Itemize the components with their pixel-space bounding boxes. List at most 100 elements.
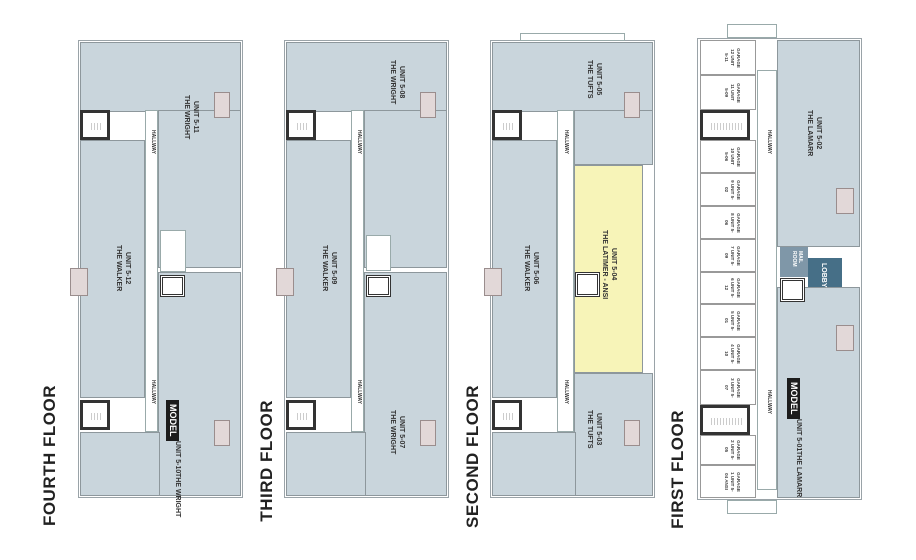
hallway-label: HALLWAY <box>356 380 362 404</box>
unit-number: UNIT 5-12 <box>124 251 131 285</box>
unit-5-11-east[interactable] <box>158 110 241 268</box>
garage-label: GARAGE 7 UNIT 5-09 <box>723 246 741 266</box>
mail-room-label: MAIL ROOM <box>791 251 803 267</box>
elevator <box>780 278 805 302</box>
unit-number: UNIT 5-08 <box>398 66 405 99</box>
hallway-label: HALLWAY <box>150 380 156 404</box>
unit-number: UNIT 5-01 <box>795 418 802 451</box>
garage-11[interactable]: GARAGE 11 UNIT 5-09 <box>700 75 756 110</box>
balcony <box>624 420 640 446</box>
garage-label: GARAGE 12 UNIT 5-11 <box>723 48 741 68</box>
garage-number: GARAGE 9 <box>730 179 741 200</box>
balcony <box>214 92 230 118</box>
garage-label: GARAGE 10 UNIT 5-06 <box>723 147 741 167</box>
garage-number: GARAGE 5 <box>730 310 741 331</box>
garage-5[interactable]: GARAGE 5 UNIT 5-01 <box>700 304 756 337</box>
model-badge: MODEL <box>166 400 179 441</box>
unit-number: UNIT 5-05 <box>595 63 602 96</box>
unit-5-07-south[interactable] <box>286 432 366 496</box>
garage-6[interactable]: GARAGE 6 UNIT 5-12 <box>700 272 756 304</box>
garage-4[interactable]: GARAGE 4 UNIT 5-10 <box>700 337 756 370</box>
stair <box>286 110 316 140</box>
balcony <box>420 420 436 446</box>
stair <box>700 110 750 140</box>
restroom <box>160 230 186 272</box>
unit-name: THE WRIGHT <box>174 472 181 518</box>
garage-number: GARAGE 11 <box>730 82 741 103</box>
hallway-label: HALLWAY <box>563 380 569 404</box>
balcony <box>484 268 502 296</box>
stair <box>700 405 750 435</box>
garage-3[interactable]: GARAGE 3 UNIT 5-07 <box>700 370 756 405</box>
unit-number: UNIT 5-07 <box>398 416 405 449</box>
garage-unit: UNIT 5-05 <box>724 444 735 460</box>
garage-number: GARAGE 6 <box>730 278 741 298</box>
unit-5-07[interactable] <box>364 272 447 496</box>
roof-bump <box>520 33 625 41</box>
unit-5-12[interactable] <box>80 140 145 398</box>
garage-unit: UNIT 5-07 <box>724 381 735 398</box>
stair <box>492 400 522 430</box>
unit-5-03-south[interactable] <box>492 432 576 496</box>
garage-8[interactable]: GARAGE 8 UNIT 5-06 <box>700 206 756 239</box>
unit-name: THE LAMARR <box>806 110 813 157</box>
hallway <box>557 110 574 432</box>
elevator <box>575 272 600 297</box>
garage-label: GARAGE 4 UNIT 5-10 <box>723 344 741 364</box>
balcony <box>624 92 640 118</box>
hallway-label: HALLWAY <box>356 130 362 154</box>
floor-title: FOURTH FLOOR <box>40 385 59 527</box>
garage-7[interactable]: GARAGE 7 UNIT 5-09 <box>700 239 756 272</box>
garage-label: GARAGE 11 UNIT 5-09 <box>723 83 741 103</box>
unit-name: THE TUFTS <box>586 60 593 99</box>
hallway <box>757 70 777 490</box>
unit-number: UNIT 5-11 <box>192 101 199 134</box>
garage-number: GARAGE 12 <box>730 47 741 68</box>
garage-10[interactable]: GARAGE 10 UNIT 5-06 <box>700 140 756 173</box>
garage-label: GARAGE 6 UNIT 5-12 <box>723 278 741 298</box>
unit-5-04-ansi[interactable] <box>574 165 643 373</box>
balcony <box>420 92 436 118</box>
garage-12[interactable]: GARAGE 12 UNIT 5-11 <box>700 40 756 75</box>
lobby-label: LOBBY <box>820 263 827 288</box>
unit-5-10-south[interactable] <box>80 432 160 496</box>
hallway <box>145 110 158 432</box>
unit-5-10[interactable] <box>158 272 241 496</box>
stair <box>80 110 110 140</box>
stair <box>286 400 316 430</box>
garage-unit: UNIT 5-09 <box>724 249 735 266</box>
lobby[interactable]: LOBBY <box>808 258 842 288</box>
mail-room: MAIL ROOM <box>780 247 808 277</box>
hallway-label: HALLWAY <box>150 130 156 154</box>
garage-1[interactable]: GARAGE 1 UNIT 5-04 ANSI <box>700 465 756 498</box>
garage-number: GARAGE 10 <box>730 146 741 167</box>
unit-number: UNIT 5-04 <box>610 248 617 281</box>
garage-label: GARAGE 8 UNIT 5-06 <box>723 213 741 233</box>
unit-name: THE LAMARR <box>795 450 802 498</box>
unit-name: THE WRIGHT <box>389 60 396 105</box>
garage-9[interactable]: GARAGE 9 UNIT 5-02 <box>700 173 756 206</box>
unit-name: THE LATIMER - ANSI <box>601 230 608 300</box>
unit-5-06[interactable] <box>492 140 557 398</box>
unit-number: UNIT 5-03 <box>595 413 602 446</box>
garage-2[interactable]: GARAGE 2 UNIT 5-05 <box>700 435 756 465</box>
garage-label: GARAGE 1 UNIT 5-04 ANSI <box>723 472 741 492</box>
unit-number: UNIT 5-09 <box>330 251 337 285</box>
hallway-label: HALLWAY <box>563 130 569 154</box>
restroom <box>366 235 391 271</box>
garage-label: GARAGE 3 UNIT 5-07 <box>723 378 741 398</box>
garage-unit: UNIT 5-04 ANSI <box>724 473 735 492</box>
garage-label: GARAGE 2 UNIT 5-05 <box>723 440 741 460</box>
unit-5-05-east[interactable] <box>574 110 653 165</box>
hallway-label: HALLWAY <box>766 130 772 154</box>
unit-5-09[interactable] <box>286 140 351 398</box>
garage-label: GARAGE 5 UNIT 5-01 <box>723 311 741 331</box>
unit-name: THE WRIGHT <box>183 95 190 140</box>
